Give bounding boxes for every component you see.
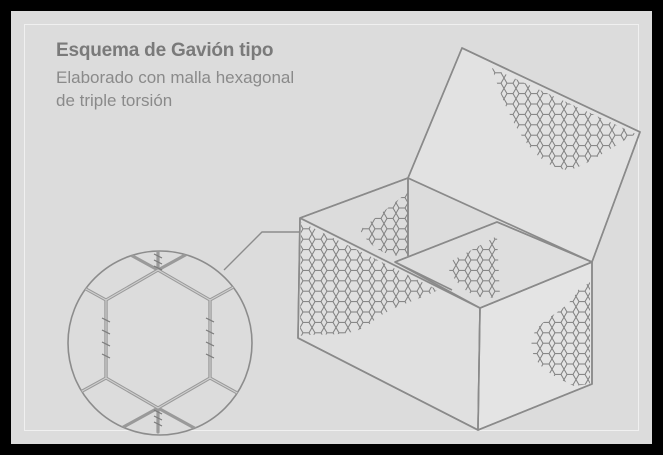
figure-title: Esquema de Gavión tipo xyxy=(56,40,274,61)
caption-block: Esquema de Gavión tipo Elaborado con mal… xyxy=(56,40,294,112)
box-edges xyxy=(297,47,641,431)
mesh-patches xyxy=(300,68,636,386)
figure-subtitle-line1: Elaborado con malla hexagonal xyxy=(56,68,295,87)
mesh-patch-front xyxy=(300,222,438,336)
mesh-patch-lid xyxy=(492,68,636,170)
mesh-patch-back xyxy=(360,192,408,256)
mesh-patch-diaphragm xyxy=(446,236,500,298)
leader-line xyxy=(223,231,300,271)
box-lid xyxy=(407,47,641,263)
twist-marks xyxy=(101,253,215,427)
mesh-detail-lens xyxy=(67,250,253,436)
mesh-patch-right xyxy=(531,282,590,386)
figure-subtitle-line2: de triple torsión xyxy=(56,91,173,110)
